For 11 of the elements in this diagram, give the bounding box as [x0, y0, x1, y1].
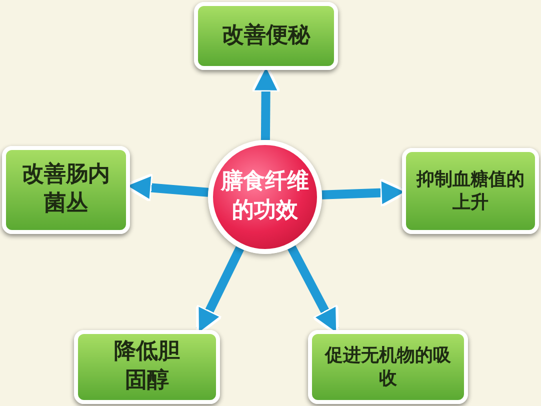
box-label: 降低胆固醇 [113, 338, 181, 395]
benefit-box [2, 146, 130, 234]
box-label: 改善便秘 [221, 22, 312, 50]
box-label: 改善肠内菌丛 [21, 161, 111, 218]
circle-title: 膳食纤维的功效 [220, 168, 310, 225]
benefit-box [194, 2, 338, 70]
benefit-box [402, 148, 539, 234]
box-label: 促进无机物的吸收 [324, 344, 452, 390]
box-label: 抑制血糖值的上升 [415, 168, 526, 214]
benefit-box [74, 330, 220, 404]
benefit-box [308, 330, 468, 404]
